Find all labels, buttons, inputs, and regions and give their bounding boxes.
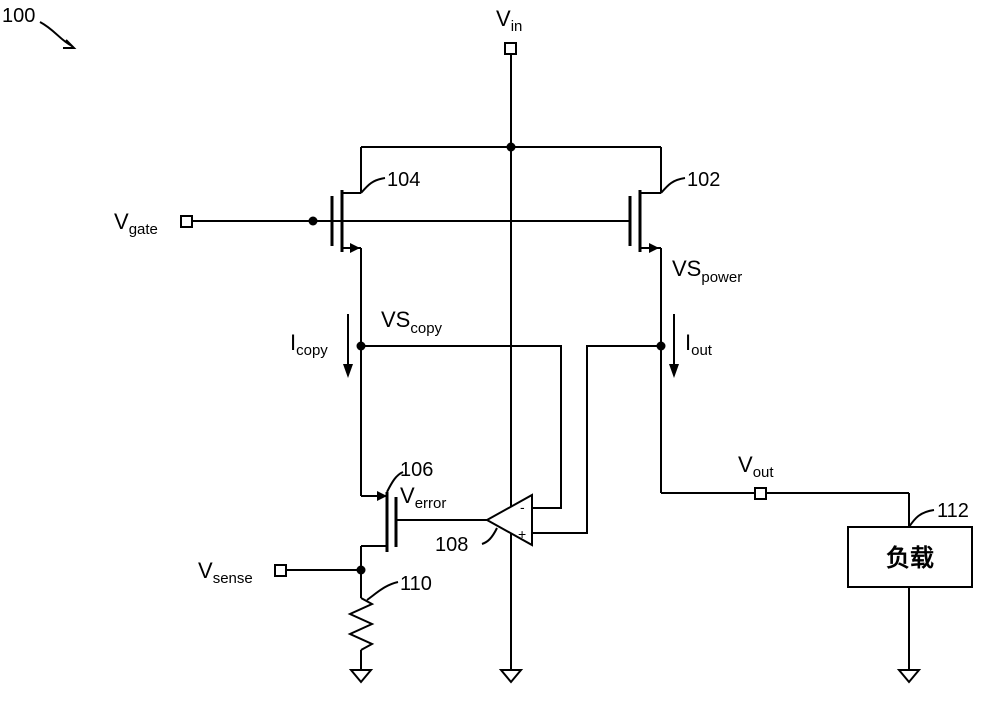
iout-arrowhead xyxy=(669,364,679,378)
error-amplifier xyxy=(484,493,533,547)
t104-arrow xyxy=(350,243,360,253)
vgate-label: Vgate xyxy=(114,209,158,238)
figure-label: 100 xyxy=(2,5,35,27)
verror-label: Verror xyxy=(400,483,446,512)
load-ref: 112 xyxy=(937,500,969,522)
vsense-terminal xyxy=(274,564,287,577)
amp-leader xyxy=(481,527,498,545)
amp-ref: 108 xyxy=(435,534,468,556)
t106-ref: 106 xyxy=(400,459,433,481)
resistor-leader xyxy=(366,581,399,601)
vin-label: Vin xyxy=(496,6,522,35)
amp-plus: + xyxy=(518,526,526,542)
t102-ref: 102 xyxy=(687,169,720,191)
amp-minus: - xyxy=(520,499,525,515)
load-ground-symbol xyxy=(896,669,922,684)
load-box xyxy=(847,526,973,588)
t104-leader xyxy=(360,177,386,194)
junction-dot xyxy=(506,142,516,152)
vsense-junction-dot xyxy=(356,565,366,575)
vout-terminal xyxy=(754,487,767,500)
figure-arrowhead xyxy=(63,39,77,49)
ground-symbol xyxy=(498,669,524,684)
load-label: 负载 xyxy=(886,544,934,572)
vgate-terminal xyxy=(180,215,193,228)
resistor-ground-symbol xyxy=(348,669,374,684)
t106-leader xyxy=(386,471,404,493)
iout-label: Iout xyxy=(685,330,713,359)
t102-leader xyxy=(660,177,686,194)
t102-arrow xyxy=(649,243,659,253)
vsense-label: Vsense xyxy=(198,558,253,587)
gate-junction-dot xyxy=(308,216,318,226)
load-leader xyxy=(908,509,935,528)
resistor-110 xyxy=(347,597,375,651)
vspower-feedback-wire xyxy=(532,345,661,534)
t106-arrow xyxy=(377,491,387,501)
icopy-label: Icopy xyxy=(290,330,328,359)
vs-power-label: VSpower xyxy=(672,256,742,286)
icopy-arrowhead xyxy=(343,364,353,378)
vs-copy-label: VScopy xyxy=(381,307,443,337)
vin-terminal xyxy=(504,42,517,55)
resistor-ref: 110 xyxy=(400,573,432,595)
t104-ref: 104 xyxy=(387,169,420,191)
vout-label: Vout xyxy=(738,452,774,481)
vscopy-feedback-wire xyxy=(361,345,562,509)
